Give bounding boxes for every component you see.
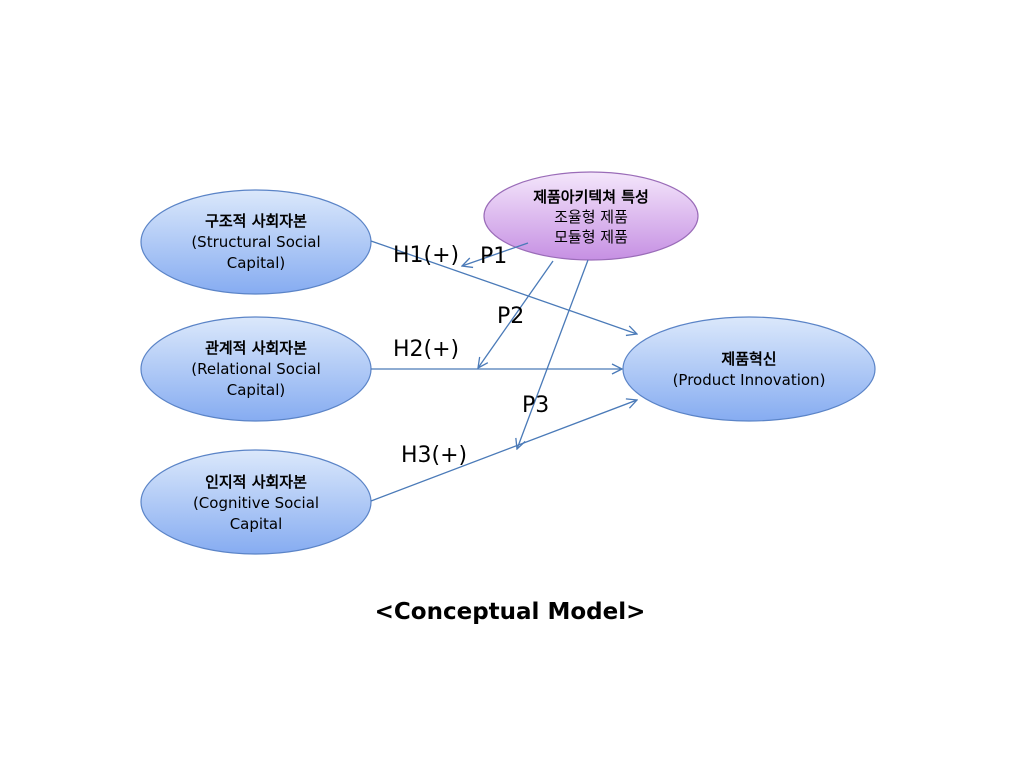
h2-label: H2(+) — [393, 337, 459, 362]
product-innovation-english: (Product Innovation) — [673, 371, 826, 389]
relational-capital-english: (Relational Social — [191, 360, 321, 378]
cognitive-capital-english: (Cognitive Social — [193, 494, 319, 512]
p2-arrow — [478, 260, 554, 368]
product-architecture-node — [483, 171, 699, 261]
diagram-caption: <Conceptual Model> — [375, 599, 646, 625]
relational-capital-english-cont: Capital) — [227, 381, 285, 399]
integral-product-label: 조율형 제품 — [554, 208, 628, 226]
structural-capital-title: 구조적 사회자본 — [205, 212, 307, 230]
cognitive-capital-english-cont: Capital — [230, 515, 283, 533]
cognitive-capital-title: 인지적 사회자본 — [205, 473, 307, 491]
p2-label: P2 — [497, 304, 524, 329]
h3-label: H3(+) — [401, 443, 467, 468]
p3-label: P3 — [522, 393, 549, 418]
cognitive-capital-node — [140, 449, 372, 555]
h3-arrow — [370, 400, 637, 502]
h1-label: H1(+) — [393, 243, 459, 268]
relational-capital-title: 관계적 사회자본 — [205, 339, 307, 357]
arrows — [370, 240, 637, 502]
product-innovation-node — [622, 316, 876, 422]
p3-arrow — [517, 259, 589, 449]
structural-capital-english-cont: Capital) — [227, 254, 285, 272]
structural-capital-node — [140, 189, 372, 295]
h1-arrow — [370, 240, 637, 334]
p1-arrow — [462, 242, 529, 266]
modular-product-label: 모듈형 제품 — [554, 228, 628, 246]
p1-label: P1 — [480, 244, 507, 269]
structural-capital-english: (Structural Social — [191, 233, 320, 251]
product-architecture-title: 제품아키텍쳐 특성 — [533, 188, 649, 206]
product-innovation-title: 제품혁신 — [721, 350, 776, 368]
